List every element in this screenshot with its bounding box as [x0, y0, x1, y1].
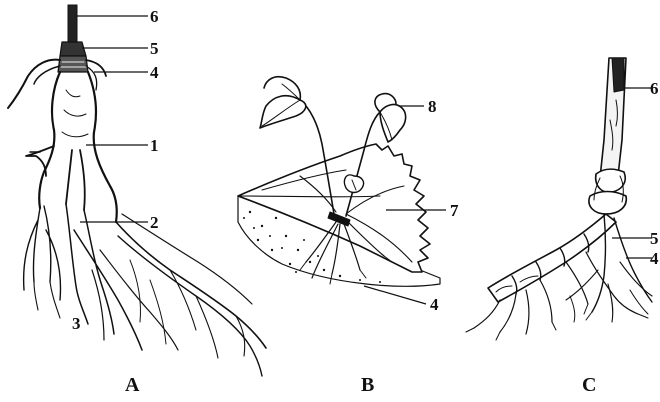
label-b8: 8 — [428, 97, 437, 116]
label-c4: 4 — [650, 249, 659, 268]
label-a4: 4 — [150, 63, 159, 82]
label-c5: 5 — [650, 229, 659, 248]
label-a1: 1 — [150, 136, 159, 155]
drawing-b — [238, 77, 440, 286]
label-a6: 6 — [150, 7, 159, 26]
label-a3: 3 — [72, 314, 81, 333]
panel-label-b: B — [361, 374, 374, 396]
drawing-a — [8, 5, 266, 376]
label-a5: 5 — [150, 39, 159, 58]
panel-label-c: C — [582, 374, 596, 396]
label-b7: 7 — [450, 201, 459, 220]
label-a2: 2 — [150, 213, 159, 232]
panel-labels: A B C — [125, 374, 596, 396]
panel-label-a: A — [125, 374, 140, 396]
label-c6: 6 — [650, 79, 659, 98]
drawing-c — [466, 58, 652, 340]
label-b4: 4 — [430, 295, 439, 314]
